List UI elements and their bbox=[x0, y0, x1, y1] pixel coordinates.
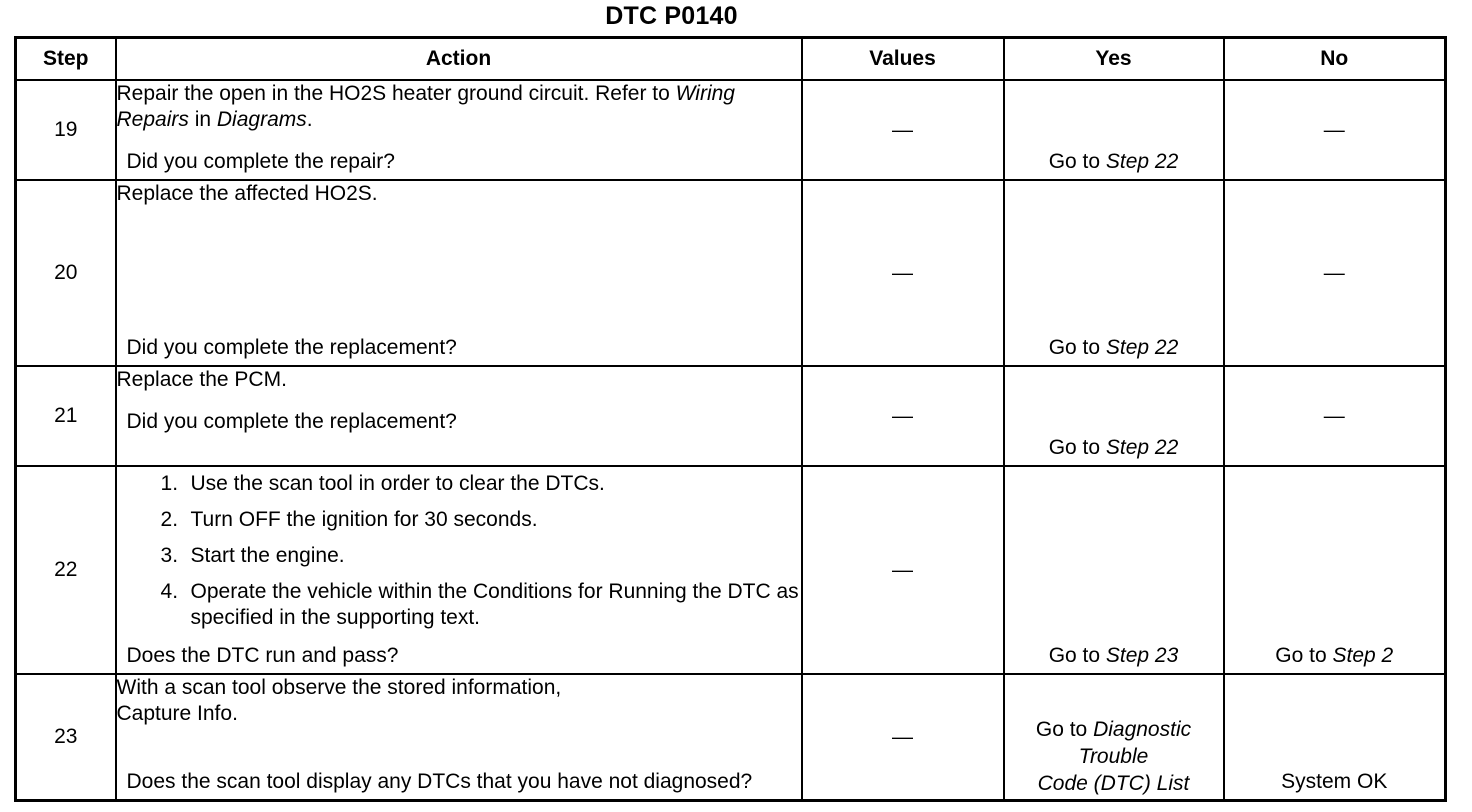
no-dash: — bbox=[1323, 404, 1345, 428]
action-question: Did you complete the replacement? bbox=[126, 336, 457, 359]
table-row: 22 Use the scan tool in order to clear t… bbox=[14, 465, 1447, 675]
column-header-yes: Yes bbox=[1002, 36, 1225, 81]
no-cell: — bbox=[1222, 79, 1447, 181]
italic-step-reference: Step 23 bbox=[1105, 644, 1179, 667]
values-cell: — bbox=[800, 465, 1005, 675]
step-number-cell: 23 bbox=[14, 673, 117, 802]
diagnostic-table: Step Action Values Yes No 19 Repair the … bbox=[14, 36, 1447, 802]
list-item: Use the scan tool in order to clear the … bbox=[161, 471, 605, 497]
step-number: 20 bbox=[54, 261, 78, 284]
action-cell: With a scan tool observe the stored info… bbox=[114, 673, 803, 802]
values-dash: — bbox=[892, 558, 913, 582]
table-row: 19 Repair the open in the HO2S heater gr… bbox=[14, 79, 1447, 181]
no-dash: — bbox=[1323, 118, 1345, 142]
action-text: Replace the affected HO2S. bbox=[116, 182, 378, 205]
action-text: Replace the PCM. bbox=[116, 368, 287, 391]
table-row: 23 With a scan tool observe the stored i… bbox=[14, 673, 1447, 802]
yes-answer: Go to Step 22 bbox=[1048, 336, 1179, 359]
italic-reference: Trouble bbox=[1078, 745, 1149, 768]
values-dash: — bbox=[892, 404, 913, 428]
action-question: Does the DTC run and pass? bbox=[126, 644, 399, 667]
values-cell: — bbox=[800, 365, 1005, 467]
no-cell: System OK bbox=[1222, 673, 1447, 802]
action-text: Repair the open in the HO2S heater groun… bbox=[116, 82, 735, 131]
no-dash: — bbox=[1323, 261, 1345, 285]
values-dash: — bbox=[892, 118, 913, 142]
column-header-no: No bbox=[1222, 36, 1447, 81]
action-cell: Replace the PCM. Did you complete the re… bbox=[114, 365, 803, 467]
italic-reference: Diagrams bbox=[216, 108, 307, 131]
no-answer: Go to Step 2 bbox=[1275, 644, 1394, 667]
column-header-action: Action bbox=[114, 36, 803, 81]
column-header-step: Step bbox=[14, 36, 117, 81]
table-row: 20 Replace the affected HO2S. Did you co… bbox=[14, 179, 1447, 367]
no-cell: — bbox=[1222, 179, 1447, 367]
action-cell: Replace the affected HO2S. Did you compl… bbox=[114, 179, 803, 367]
italic-step-reference: Step 2 bbox=[1332, 644, 1394, 667]
step-number-cell: 21 bbox=[14, 365, 117, 467]
action-text: Capture Info. bbox=[116, 702, 238, 725]
no-cell: — bbox=[1222, 365, 1447, 467]
action-cell: Use the scan tool in order to clear the … bbox=[114, 465, 803, 675]
italic-step-reference: Step 22 bbox=[1105, 336, 1179, 359]
step-number: 23 bbox=[54, 725, 78, 748]
action-step-list: Use the scan tool in order to clear the … bbox=[117, 471, 801, 631]
yes-cell: Go to Step 22 bbox=[1002, 365, 1225, 467]
yes-cell: Go to Step 23 bbox=[1002, 465, 1225, 675]
step-number-cell: 19 bbox=[14, 79, 117, 181]
no-cell: Go to Step 2 bbox=[1222, 465, 1447, 675]
action-cell: Repair the open in the HO2S heater groun… bbox=[114, 79, 803, 181]
values-cell: — bbox=[800, 673, 1005, 802]
values-cell: — bbox=[800, 179, 1005, 367]
action-question: Did you complete the repair? bbox=[126, 150, 395, 173]
values-dash: — bbox=[892, 261, 913, 285]
italic-reference: Diagnostic bbox=[1093, 718, 1192, 741]
italic-step-reference: Step 22 bbox=[1105, 436, 1179, 459]
yes-cell: Go to Step 22 bbox=[1002, 179, 1225, 367]
action-text: With a scan tool observe the stored info… bbox=[116, 676, 562, 699]
italic-reference: Code (DTC) List bbox=[1037, 772, 1190, 795]
action-question: Does the scan tool display any DTCs that… bbox=[126, 770, 753, 793]
table-row: 21 Replace the PCM. Did you complete the… bbox=[14, 365, 1447, 467]
page-title: DTC P0140 bbox=[605, 2, 738, 30]
values-cell: — bbox=[800, 79, 1005, 181]
step-number-cell: 20 bbox=[14, 179, 117, 367]
step-number: 19 bbox=[54, 118, 78, 141]
step-number: 22 bbox=[54, 558, 78, 581]
action-question: Did you complete the replacement? bbox=[126, 410, 457, 433]
list-item: Turn OFF the ignition for 30 seconds. bbox=[161, 507, 538, 533]
italic-reference: Wiring Repairs bbox=[116, 82, 735, 131]
values-dash: — bbox=[892, 725, 913, 749]
table-header-row: Step Action Values Yes No bbox=[14, 36, 1447, 81]
no-answer: System OK bbox=[1281, 770, 1388, 793]
step-number-cell: 22 bbox=[14, 465, 117, 675]
yes-answer: Go to Step 22 bbox=[1048, 436, 1179, 459]
column-header-values: Values bbox=[800, 36, 1005, 81]
yes-cell: Go to Step 22 bbox=[1002, 79, 1225, 181]
step-number: 21 bbox=[54, 404, 78, 427]
italic-step-reference: Step 22 bbox=[1105, 150, 1179, 173]
list-item: Operate the vehicle within the Condition… bbox=[161, 579, 799, 629]
list-item: Start the engine. bbox=[161, 543, 345, 569]
yes-answer: Go to Step 22 bbox=[1048, 150, 1179, 173]
diagnostic-table-wrapper: Step Action Values Yes No 19 Repair the … bbox=[14, 36, 1447, 802]
yes-answer: Go to Step 23 bbox=[1048, 644, 1179, 667]
